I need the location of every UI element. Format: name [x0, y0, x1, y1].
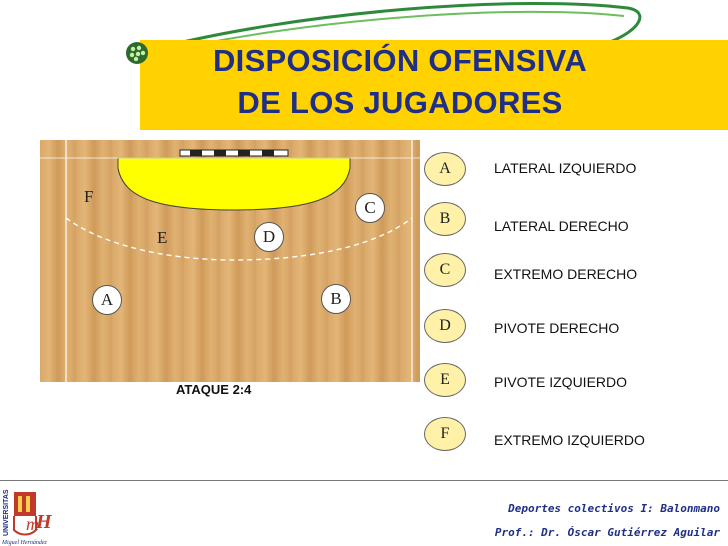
- player-c: C: [355, 193, 385, 223]
- legend-label-f: EXTREMO IZQUIERDO: [494, 432, 645, 448]
- legend-key-d: D: [424, 309, 466, 343]
- attack-system-label: ATAQUE 2:4: [176, 382, 252, 397]
- legend-key-c: C: [424, 253, 466, 287]
- free-throw-line: [65, 217, 413, 261]
- player-a: A: [92, 285, 122, 315]
- legend-label-b: LATERAL DERECHO: [494, 218, 629, 234]
- bullet-icon: [126, 42, 148, 64]
- legend-label-a: LATERAL IZQUIERDO: [494, 160, 637, 176]
- logo-vertical-text: UNIVERSITAS: [3, 489, 10, 536]
- player-d: D: [254, 222, 284, 252]
- goal: [179, 149, 289, 157]
- title-band: [140, 40, 728, 130]
- svg-text:m: m: [26, 514, 39, 534]
- footer-divider: [0, 480, 728, 481]
- court-markings: [40, 140, 420, 382]
- legend-key-f: F: [424, 417, 466, 451]
- legend-key-b: B: [424, 202, 466, 236]
- legend-label-e: PIVOTE IZQUIERDO: [494, 374, 628, 390]
- goal-area: [117, 157, 351, 211]
- legend-label-d: PIVOTE DERECHO: [494, 320, 620, 336]
- legend-key-e: E: [424, 363, 466, 397]
- svg-text:H: H: [35, 511, 53, 533]
- player-b: B: [321, 284, 351, 314]
- legend-key-a: A: [424, 152, 466, 186]
- legend-label-c: EXTREMO DERECHO: [494, 266, 638, 282]
- player-e: E: [157, 228, 168, 247]
- university-logo: UNIVERSITAS H m Miguel Hernández: [0, 489, 53, 546]
- logo-caption: Miguel Hernández: [1, 540, 47, 546]
- title-line-1: DISPOSICIÓN OFENSIVA: [212, 43, 588, 78]
- footer-course: Deportes colectivos I: Balonmano: [508, 502, 720, 515]
- footer-professor: Prof.: Dr. Óscar Gutiérrez Aguilar: [494, 526, 720, 539]
- player-f: F: [84, 187, 94, 206]
- title-line-2: DE LOS JUGADORES: [237, 85, 563, 120]
- page-title: DISPOSICIÓN OFENSIVA DE LOS JUGADORES: [140, 40, 660, 124]
